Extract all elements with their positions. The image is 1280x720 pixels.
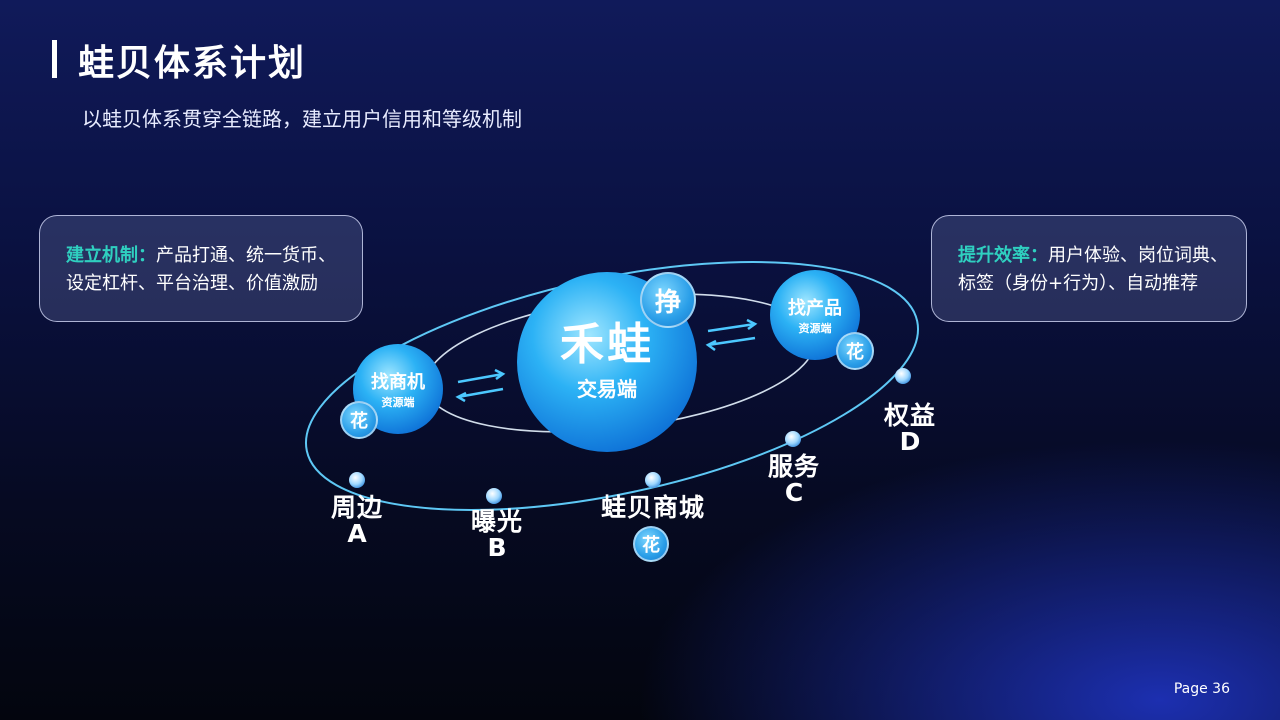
- orbit-label-c-code: C: [784, 478, 804, 508]
- mechanism-card-highlight: 建立机制：: [66, 245, 156, 266]
- page-number: Page 36: [1173, 681, 1230, 697]
- title-accent-bar: [52, 40, 57, 78]
- orbit-dot-b: [486, 488, 502, 504]
- orbit-label-c: 服务 C: [749, 452, 839, 508]
- left-node-title: 找商机: [371, 372, 425, 393]
- exchange-arrows-left: [455, 368, 506, 403]
- mechanism-card-body: 产品打通、统一货币、设定杠杆、平台治理、价值激励: [66, 245, 336, 294]
- orbit-label-a-code: A: [347, 519, 367, 549]
- orbit-label-a-name: 周边: [330, 493, 383, 522]
- exchange-arrows-right: [705, 318, 758, 352]
- right-node: 找产品 资源端: [770, 270, 860, 360]
- orbit-dot-d: [895, 368, 911, 384]
- right-node-title: 找产品: [788, 298, 842, 319]
- orbit-dot-c: [785, 431, 801, 447]
- orbit-label-a: 周边 A: [312, 493, 402, 549]
- left-node: 找商机 资源端: [353, 344, 443, 434]
- center-node-sub: 交易端: [577, 376, 637, 401]
- mall-spend-badge: 花: [633, 526, 669, 562]
- orbit-label-b-name: 曝光: [470, 507, 523, 536]
- orbit-dot-mall: [645, 472, 661, 488]
- page-title: 蛙贝体系计划: [78, 43, 307, 84]
- orbit-label-c-name: 服务: [767, 452, 820, 481]
- mechanism-card-text: 建立机制：产品打通、统一货币、设定杠杆、平台治理、价值激励: [66, 242, 350, 298]
- orbit-label-d: 权益 D: [865, 401, 955, 457]
- orbit-label-b-code: B: [487, 533, 507, 563]
- orbit-label-mall: 蛙贝商城: [583, 493, 723, 522]
- efficiency-card: 提升效率：用户体验、岗位词典、标签（身份+行为）、自动推荐: [931, 215, 1247, 322]
- orbit-label-b: 曝光 B: [452, 507, 542, 563]
- right-node-sub: 资源端: [798, 322, 832, 335]
- left-spend-badge: 花: [340, 401, 378, 439]
- mechanism-card: 建立机制：产品打通、统一货币、设定杠杆、平台治理、价值激励: [39, 215, 363, 322]
- efficiency-card-text: 提升效率：用户体验、岗位词典、标签（身份+行为）、自动推荐: [958, 242, 1234, 298]
- left-node-sub: 资源端: [381, 396, 415, 409]
- center-node: 禾蛙 交易端: [517, 272, 697, 452]
- orbit-dot-a: [349, 472, 365, 488]
- right-spend-badge: 花: [836, 332, 874, 370]
- page-subtitle: 以蛙贝体系贯穿全链路，建立用户信用和等级机制: [82, 107, 522, 131]
- efficiency-card-body: 用户体验、岗位词典、标签（身份+行为）、自动推荐: [958, 245, 1228, 294]
- orbit-label-d-code: D: [899, 427, 921, 457]
- right-sphere: [770, 270, 860, 360]
- orbit-label-d-name: 权益: [883, 401, 936, 430]
- center-node-title: 禾蛙: [560, 318, 654, 370]
- efficiency-card-highlight: 提升效率：: [958, 245, 1048, 266]
- earn-badge: 挣: [640, 272, 696, 328]
- orbit-label-mall-name: 蛙贝商城: [600, 493, 705, 522]
